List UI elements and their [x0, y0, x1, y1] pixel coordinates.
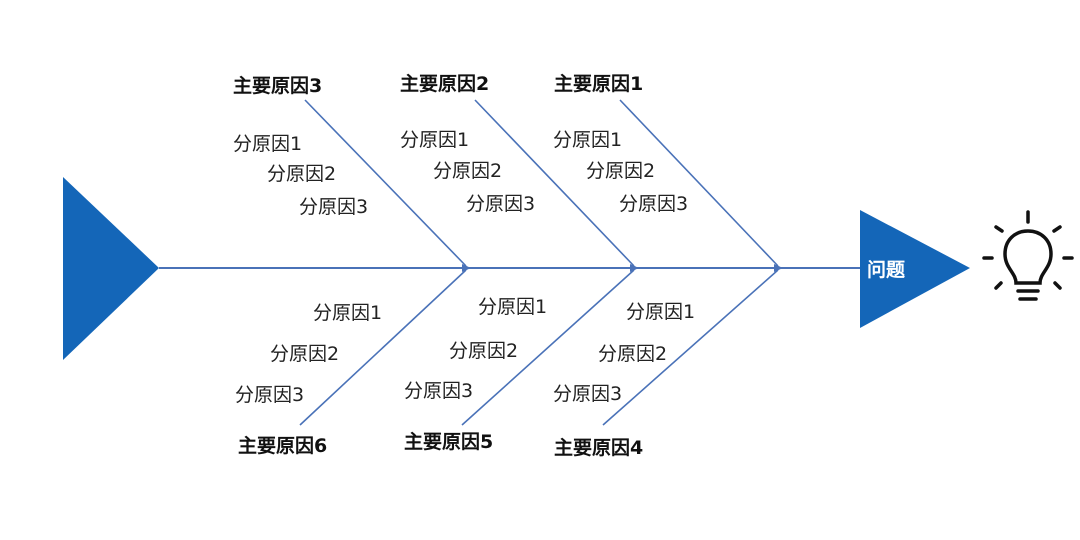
cause-label-4: 主要原因4: [554, 437, 643, 459]
cause-label-5: 主要原因5: [404, 431, 493, 453]
sub-cause-label: 分原因3: [299, 196, 368, 218]
sub-cause-label: 分原因2: [433, 160, 502, 182]
sub-cause-label: 分原因1: [626, 301, 695, 323]
sub-cause-label: 分原因1: [233, 133, 302, 155]
sub-cause-label: 分原因3: [466, 193, 535, 215]
bone-cause-5: [461, 269, 635, 426]
fish-tail: [63, 177, 159, 360]
cause-label-1: 主要原因1: [554, 73, 643, 95]
bone-cause-2: [474, 99, 635, 267]
sub-cause-label: 分原因3: [553, 383, 622, 405]
sub-cause-label: 分原因1: [478, 296, 547, 318]
sub-cause-label: 分原因2: [598, 343, 667, 365]
problem-label: 问题: [867, 259, 905, 281]
cause-label-6: 主要原因6: [238, 435, 327, 457]
sub-cause-label: 分原因2: [449, 340, 518, 362]
cause-label-2: 主要原因2: [400, 73, 489, 95]
sub-cause-label: 分原因2: [267, 163, 336, 185]
sub-cause-label: 分原因1: [553, 129, 622, 151]
sub-cause-label: 分原因3: [235, 384, 304, 406]
fish-head: [860, 210, 970, 328]
sub-cause-label: 分原因1: [400, 129, 469, 151]
sub-cause-label: 分原因2: [270, 343, 339, 365]
lightbulb-icon: [982, 210, 1074, 301]
sub-cause-label: 分原因3: [404, 380, 473, 402]
sub-cause-label: 分原因3: [619, 193, 688, 215]
sub-cause-label: 分原因1: [313, 302, 382, 324]
sub-cause-label: 分原因2: [586, 160, 655, 182]
bone-cause-1: [619, 99, 779, 267]
bone-cause-4: [602, 269, 779, 426]
bone-cause-3: [304, 99, 467, 267]
cause-label-3: 主要原因3: [233, 75, 322, 97]
bone-cause-6: [299, 269, 467, 426]
